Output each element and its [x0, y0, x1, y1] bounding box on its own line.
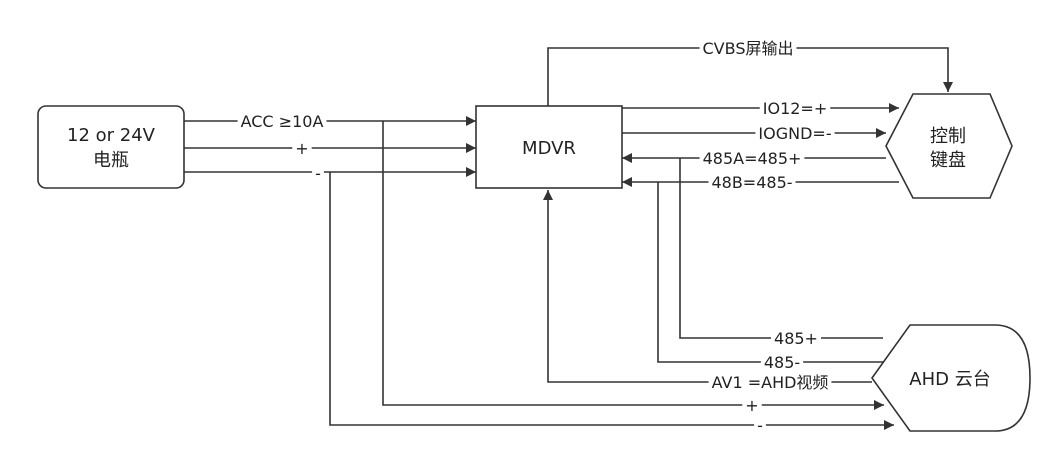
battery-node: 12 or 24V 电瓶 — [37, 105, 185, 189]
label-plus-main: + — [295, 139, 308, 158]
wires — [184, 47, 953, 430]
wire-ahd-plus — [382, 121, 884, 410]
battery-label-line2: 电瓶 — [93, 150, 129, 171]
wire-ahd-minus — [329, 172, 894, 430]
label-backing — [708, 173, 796, 192]
label-backing — [754, 416, 766, 435]
label-iognd: IOGND=- — [758, 124, 831, 143]
label-ahd-485p: 485+ — [774, 329, 818, 348]
wire-av1 — [543, 190, 872, 383]
label-acc: ACC ≥10A — [241, 112, 324, 131]
label-backing — [708, 373, 832, 392]
label-backing — [742, 396, 762, 415]
keyboard-label-line2: 键盘 — [930, 150, 966, 171]
label-ahd-485m: 485- — [764, 353, 800, 372]
label-backing — [292, 139, 312, 158]
label-backing — [755, 124, 835, 143]
label-backing — [759, 99, 831, 118]
label-cvbs: CVBS屏输出 — [703, 39, 794, 58]
label-av1: AV1 =AHD视频 — [712, 373, 829, 392]
label-ahd-minus: - — [757, 416, 763, 435]
ahd-camera-node: AHD 云台 — [871, 324, 1031, 432]
keyboard-node: 控制 键盘 — [885, 93, 1013, 199]
mdvr-node: MDVR — [475, 105, 623, 189]
label-backing — [771, 329, 821, 348]
keyboard-label-line1: 控制 — [930, 126, 966, 147]
ahd-camera-label: AHD 云台 — [909, 369, 990, 390]
wire-ahd-485m — [657, 182, 883, 363]
label-io12: IO12=+ — [763, 99, 827, 118]
label-485b: 48B=485- — [711, 173, 792, 192]
battery-label-line1: 12 or 24V — [67, 125, 156, 146]
wire-labels: CVBS屏输出 ACC ≥10A + - IO12=+ IOGND=- 485A… — [237, 39, 835, 435]
label-ahd-plus: + — [745, 396, 758, 415]
label-485a: 485A=485+ — [703, 149, 802, 168]
label-backing — [237, 112, 327, 131]
label-backing — [312, 164, 324, 183]
label-minus-main: - — [315, 164, 321, 183]
label-backing — [699, 39, 797, 58]
label-backing — [760, 353, 804, 372]
label-backing — [699, 149, 805, 168]
mdvr-label: MDVR — [522, 138, 576, 159]
